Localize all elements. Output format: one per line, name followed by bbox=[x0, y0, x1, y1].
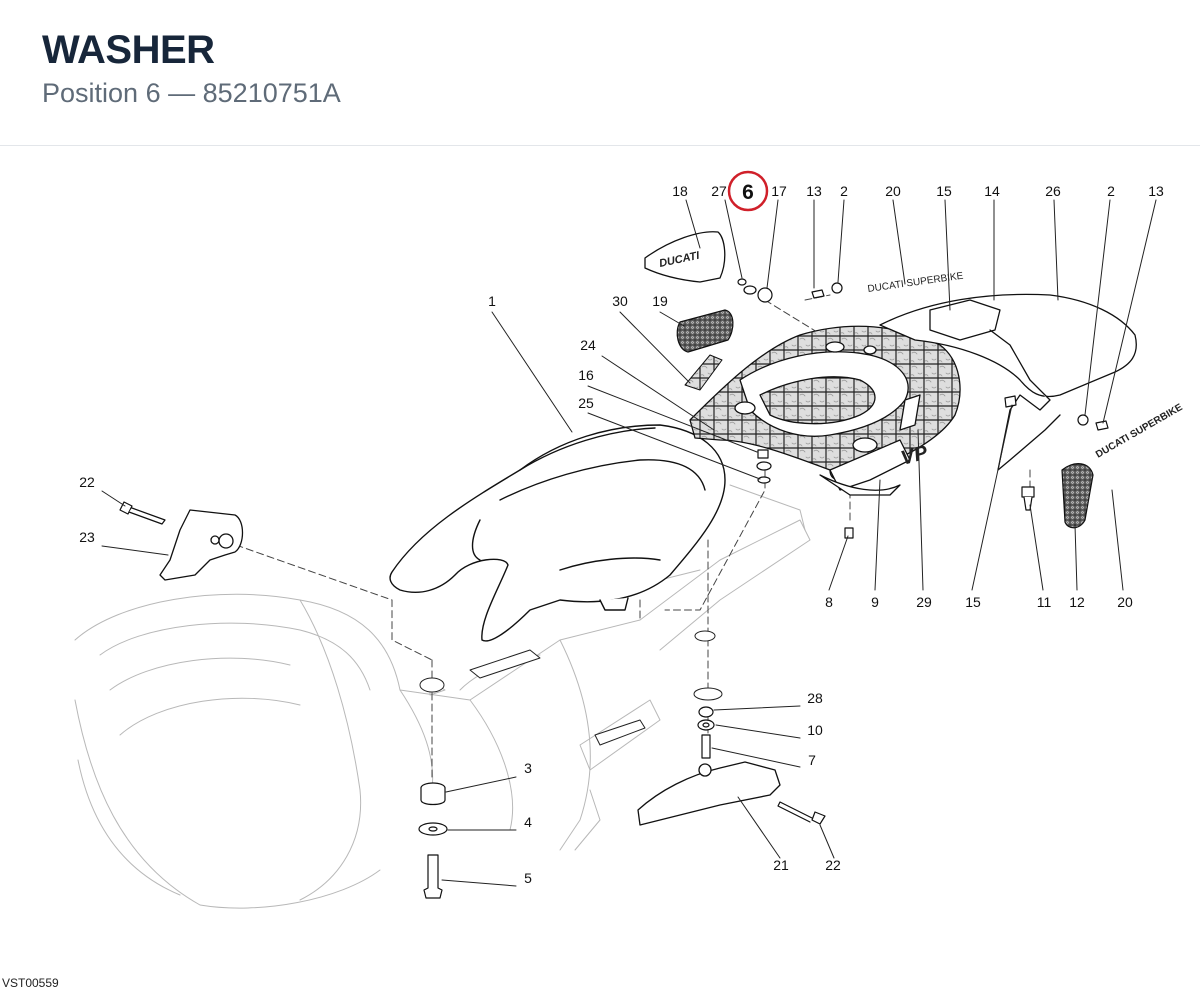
callout-2: 2 bbox=[840, 183, 848, 199]
position-number: 6 bbox=[145, 78, 161, 108]
callout-20: 20 bbox=[1117, 594, 1133, 610]
highlight-circle bbox=[727, 170, 769, 212]
callout-7: 7 bbox=[808, 752, 816, 768]
callout-15: 15 bbox=[936, 183, 952, 199]
callout-18: 18 bbox=[672, 183, 688, 199]
highlight-callout: 6 bbox=[742, 181, 754, 204]
bracket-21 bbox=[637, 761, 781, 826]
tail-unit bbox=[689, 325, 961, 496]
callout-9: 9 bbox=[871, 594, 879, 610]
cowl-cover-18 bbox=[644, 231, 726, 283]
callout-8: 8 bbox=[825, 594, 833, 610]
callout-13: 13 bbox=[806, 183, 822, 199]
callout-25: 25 bbox=[578, 395, 594, 411]
logo-top-decal: DUCATI SUPERBIKE bbox=[867, 271, 964, 295]
callout-29: 29 bbox=[916, 594, 932, 610]
callout-20: 20 bbox=[885, 183, 901, 199]
frame-outline bbox=[74, 484, 811, 909]
callout-19: 19 bbox=[652, 293, 668, 309]
leader-lines bbox=[101, 199, 1157, 887]
diagram-code: VST00559 bbox=[2, 976, 59, 990]
subtitle-separator: — bbox=[168, 78, 196, 108]
part-subtitle: Position 6 — 85210751A bbox=[42, 78, 341, 109]
callout-28: 28 bbox=[807, 690, 823, 706]
page-header: WASHER Position 6 — 85210751A bbox=[0, 0, 1200, 146]
callout-14: 14 bbox=[984, 183, 1000, 199]
callout-1: 1 bbox=[488, 293, 496, 309]
logo-side-decal: DUCATI SUPERBIKE bbox=[1094, 402, 1185, 461]
callout-12: 12 bbox=[1069, 594, 1085, 610]
side-grille bbox=[1061, 463, 1094, 529]
tail-cover bbox=[879, 293, 1137, 471]
hardware bbox=[119, 278, 1109, 899]
callout-21: 21 bbox=[773, 857, 789, 873]
callout-27: 27 bbox=[711, 183, 727, 199]
decal-30 bbox=[684, 354, 723, 391]
callout-5: 5 bbox=[524, 870, 532, 886]
callout-17: 17 bbox=[771, 183, 787, 199]
callout-15: 15 bbox=[965, 594, 981, 610]
callout-3: 3 bbox=[524, 760, 532, 776]
rivet-11 bbox=[1021, 486, 1035, 511]
callout-30: 30 bbox=[612, 293, 628, 309]
callout-13: 13 bbox=[1148, 183, 1164, 199]
seat bbox=[389, 424, 726, 642]
mesh-19 bbox=[676, 309, 734, 353]
callout-10: 10 bbox=[807, 722, 823, 738]
callout-22: 22 bbox=[825, 857, 841, 873]
callout-2: 2 bbox=[1107, 183, 1115, 199]
callout-4: 4 bbox=[524, 814, 532, 830]
frame-slots bbox=[419, 630, 723, 746]
callout-26: 26 bbox=[1045, 183, 1061, 199]
part-number: 85210751A bbox=[202, 78, 341, 108]
callout-16: 16 bbox=[578, 367, 594, 383]
exploded-parts-diagram: DUCATI DUCATI SUPERBIKE DUCATI SUPERBIKE… bbox=[74, 170, 1185, 909]
position-label: Position bbox=[42, 78, 139, 108]
callout-23: 23 bbox=[79, 529, 95, 545]
part-title: WASHER bbox=[42, 28, 215, 72]
callout-11: 11 bbox=[1037, 594, 1052, 610]
callout-24: 24 bbox=[580, 337, 596, 353]
callout-labels: 18 27 17 13 2 20 15 14 26 2 13 1 30 19 2… bbox=[79, 183, 1164, 886]
callout-22: 22 bbox=[79, 474, 95, 490]
bracket-23 bbox=[159, 509, 244, 581]
